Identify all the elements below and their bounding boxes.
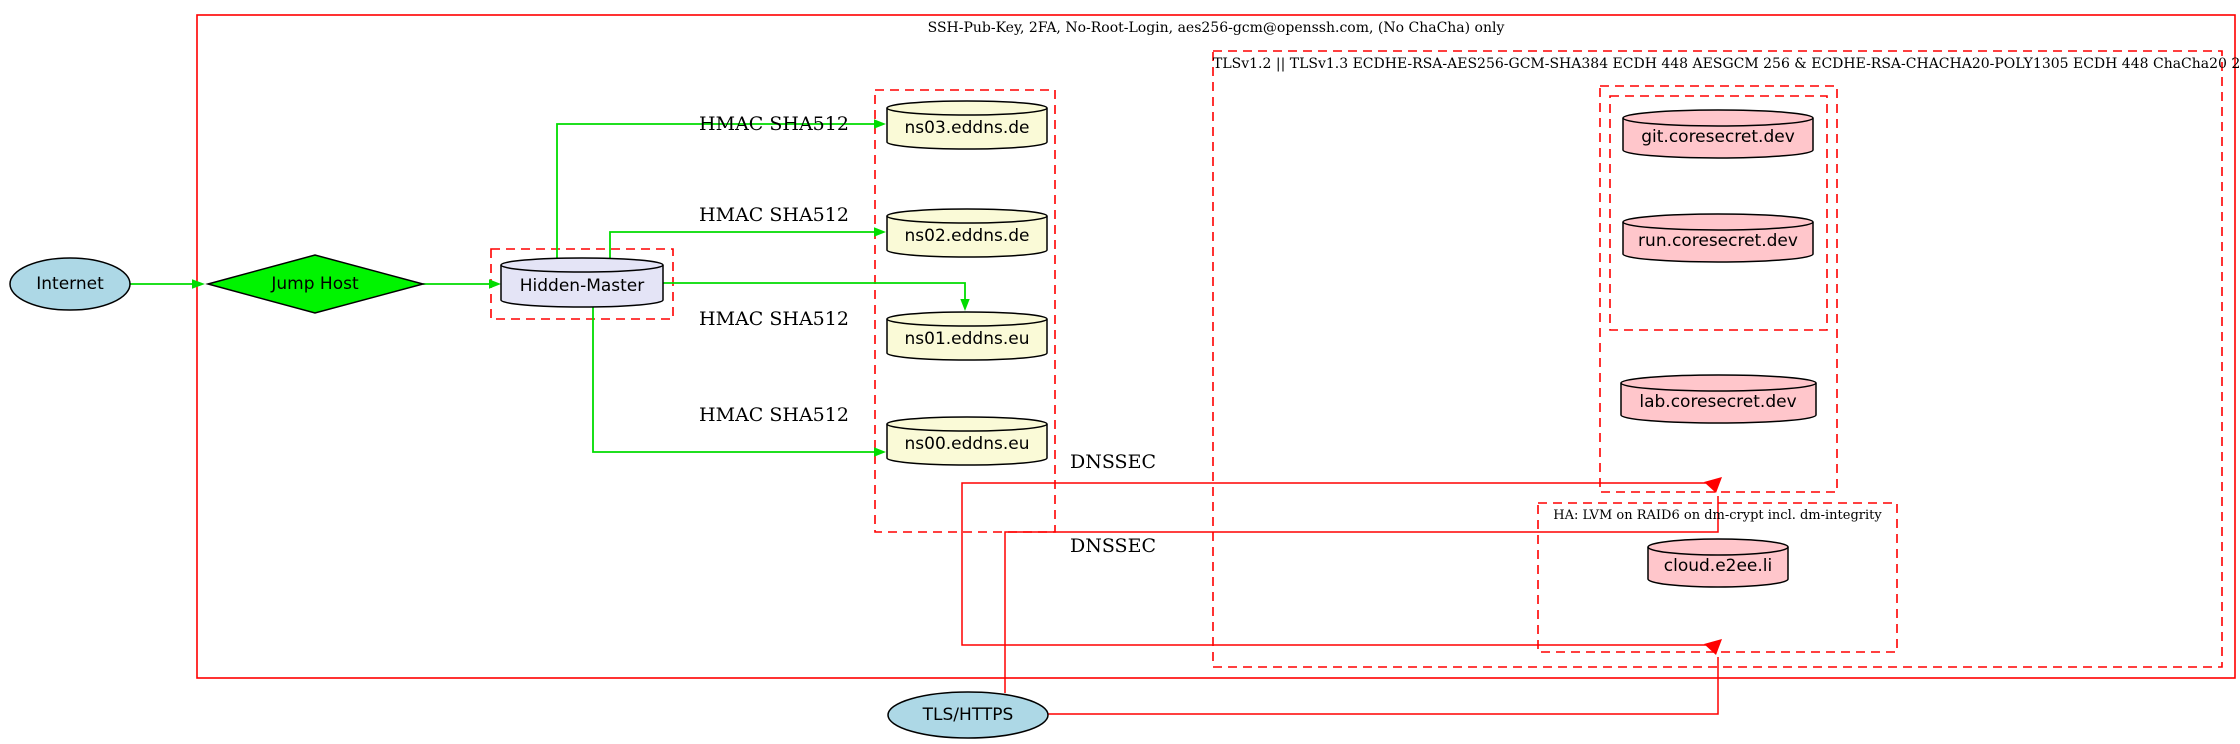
arrowhead-into-ha: [1704, 639, 1722, 655]
cluster-tls-label: TLSv1.2 || TLSv1.3 ECDHE-RSA-AES256-GCM-…: [1213, 56, 2240, 72]
jump-host-label: Jump Host: [271, 274, 359, 294]
edge-label-hmac-ns01: HMAC SHA512: [699, 308, 849, 330]
hidden-master-label: Hidden-Master: [519, 276, 645, 296]
git-label: git.coresecret.dev: [1641, 127, 1795, 147]
lab-label: lab.coresecret.dev: [1639, 392, 1797, 412]
edge-label-dnssec-a: DNSSEC: [1070, 451, 1156, 473]
arrowhead-to-ns03: [874, 119, 886, 129]
arrowhead-to-ns00: [874, 447, 886, 457]
edge-hiddenmaster-ns00: [592, 304, 875, 453]
cluster-nameservers-border: [874, 89, 1056, 533]
run-label: run.coresecret.dev: [1638, 231, 1798, 251]
hidden-master-cylinder: [500, 257, 664, 308]
cloud-label: cloud.e2ee.li: [1663, 556, 1773, 576]
ns00-cylinder: [886, 416, 1048, 466]
arrowhead-to-ns01: [960, 299, 970, 311]
edge-hiddenmaster-ns03: [556, 123, 875, 261]
cluster-coresecret-border: [1599, 85, 1838, 493]
internet-label: Internet: [36, 274, 104, 294]
green-edges: [130, 123, 966, 453]
ns01-label: ns01.eddns.eu: [904, 329, 1030, 349]
cloud-cylinder: [1647, 538, 1789, 588]
internet-node: [9, 257, 131, 311]
cluster-ssh-border: [196, 14, 2236, 679]
ns02-cylinder-lip: [886, 215, 1048, 224]
cluster-gitrun-border: [1609, 95, 1828, 331]
edge-label-dnssec-b: DNSSEC: [1070, 535, 1156, 557]
run-cylinder: [1622, 213, 1814, 263]
arrowhead-to-jumphost: [192, 279, 205, 289]
lab-cylinder: [1620, 374, 1817, 424]
run-cylinder-lip: [1622, 221, 1814, 231]
ns03-cylinder-lip: [886, 107, 1048, 116]
tls-https-node: [887, 691, 1049, 739]
hidden-master-cylinder-lip: [500, 264, 664, 273]
tls-https-label: TLS/HTTPS: [922, 705, 1014, 725]
cluster-ssh-label: SSH-Pub-Key, 2FA, No-Root-Login, aes256-…: [927, 20, 1505, 36]
edge-tlshttps-coresecret: [1004, 496, 1719, 693]
edge-hiddenmaster-ns02: [609, 231, 875, 261]
git-cylinder-lip: [1622, 117, 1814, 127]
arrowhead-to-hiddenmaster: [489, 279, 501, 289]
ns01-cylinder: [886, 311, 1048, 361]
lab-cylinder-lip: [1620, 382, 1817, 392]
ns02-cylinder: [886, 208, 1048, 258]
arrowhead-to-ns02: [874, 227, 886, 237]
edge-label-hmac-ns02: HMAC SHA512: [699, 204, 849, 226]
edge-dnssec-routes: [961, 482, 1709, 646]
ns01-cylinder-lip: [886, 318, 1048, 327]
git-cylinder: [1622, 109, 1814, 159]
red-edges: [961, 482, 1719, 715]
ns00-cylinder-lip: [886, 423, 1048, 432]
ns03-label: ns03.eddns.de: [904, 118, 1030, 138]
edge-label-hmac-ns03: HMAC SHA512: [699, 113, 849, 135]
edge-label-hmac-ns00: HMAC SHA512: [699, 404, 849, 426]
cloud-cylinder-lip: [1647, 546, 1789, 556]
edge-tlshttps-ha: [1048, 657, 1719, 715]
cluster-ha-label: HA: LVM on RAID6 on dm-crypt incl. dm-in…: [1553, 508, 1882, 523]
cluster-tls-border: [1212, 50, 2223, 668]
red-arrowheads: [1704, 477, 1722, 655]
ns00-label: ns00.eddns.eu: [904, 434, 1030, 454]
green-arrowheads: [192, 119, 970, 457]
edge-hiddenmaster-ns01: [663, 282, 966, 300]
ns02-label: ns02.eddns.de: [904, 226, 1030, 246]
arrowhead-into-coresecret: [1704, 477, 1722, 493]
ns03-cylinder: [886, 100, 1048, 150]
jump-host-node: [205, 254, 426, 314]
